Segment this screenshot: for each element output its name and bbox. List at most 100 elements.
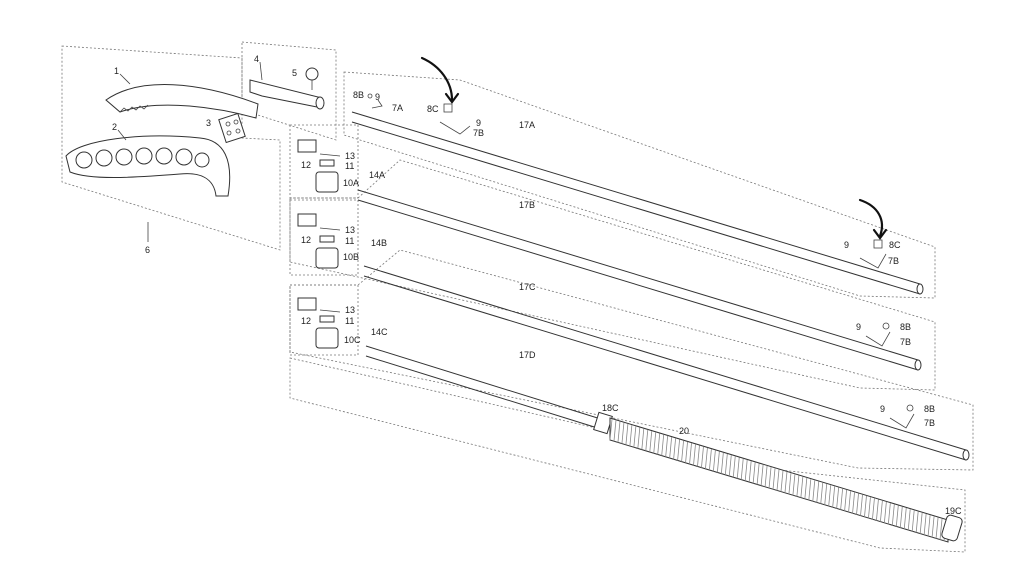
grip-rib (931, 516, 935, 538)
grip-rib (621, 422, 625, 444)
label-11b: 11 (345, 236, 354, 246)
grip-rib (828, 485, 832, 507)
label-13c: 13 (345, 305, 355, 315)
clip-7B-r1 (859, 253, 887, 269)
pin-13b (319, 227, 341, 231)
label-14A: 14A (369, 170, 385, 180)
label-9-mid: 9 (476, 118, 481, 128)
grip-rib (808, 479, 812, 501)
pole-17A (351, 111, 924, 295)
grip-rib (864, 495, 867, 517)
label-7B-r3: 7B (924, 418, 935, 428)
grip-rib (784, 471, 788, 493)
group-17D-outline (289, 357, 966, 553)
label-18C: 18C (602, 403, 619, 413)
label-17C: 17C (519, 282, 536, 292)
grip-rib (637, 427, 641, 449)
label-9-r1: 9 (844, 240, 849, 250)
label-8B-r3: 8B (924, 404, 935, 414)
label-12b: 12 (301, 235, 311, 245)
nut-8C-top (443, 103, 453, 113)
grip-rib (832, 486, 836, 508)
label-part-3: 3 (206, 118, 211, 128)
grip-rib (764, 465, 768, 487)
clamp-body-10C (315, 327, 339, 349)
label-14B: 14B (371, 238, 387, 248)
grip-rib (876, 499, 879, 521)
group-17B-outline (289, 159, 936, 391)
end-cap-19C (941, 514, 963, 542)
grip-rib (625, 423, 629, 445)
grip-rib (760, 464, 764, 486)
grip-rib (701, 446, 704, 468)
label-9-r3: 9 (880, 404, 885, 414)
label-19C: 19C (945, 506, 962, 516)
label-part-2: 2 (112, 122, 117, 132)
label-part-4: 4 (254, 54, 259, 64)
label-10A: 10A (343, 178, 359, 188)
grip-rib (720, 452, 724, 474)
label-part-6: 6 (145, 245, 150, 255)
grip-rib (661, 434, 665, 456)
grip-rib (740, 458, 744, 480)
label-17B: 17B (519, 200, 535, 210)
grip-rib (768, 467, 772, 489)
pole-17D (365, 345, 605, 431)
grip-rib (645, 429, 649, 451)
grip-rib (665, 435, 669, 457)
label-8B-top: 8B (353, 90, 364, 100)
grip-rib (800, 476, 804, 498)
label-17D: 17D (519, 350, 536, 360)
grip-rib (709, 449, 712, 471)
clamp-body-10A (315, 171, 339, 193)
grip-part-20 (609, 417, 949, 543)
group-17A-outline (343, 71, 936, 299)
grip-rib (840, 488, 844, 510)
grip-rib (919, 512, 923, 534)
label-11c: 11 (345, 316, 354, 326)
grip-rib (903, 507, 907, 530)
group-14B-outline (289, 199, 359, 276)
grip-rib (911, 510, 915, 532)
grip-rib (705, 447, 708, 469)
grip-rib (879, 500, 883, 522)
group-6-outline (61, 45, 281, 251)
grip-rib (852, 492, 855, 514)
grip-rib (653, 432, 657, 454)
label-10B: 10B (343, 252, 359, 262)
annotation-arrowhead-top (444, 92, 460, 104)
grip-rib (872, 498, 875, 520)
label-8B-r2: 8B (900, 322, 911, 332)
grip-rib (899, 506, 903, 528)
nut-8B-r2 (882, 322, 890, 330)
grip-rib (724, 453, 728, 475)
saw-blade-part-1 (105, 84, 259, 119)
clamp-cap-13a (297, 139, 317, 153)
label-part-1: 1 (114, 66, 119, 76)
annotation-arrow-top (420, 56, 454, 102)
grip-rib (633, 426, 637, 448)
leader-1 (119, 73, 131, 85)
grip-rib (728, 455, 732, 477)
annotation-arrowhead-right (872, 228, 888, 240)
grip-rib (716, 451, 720, 473)
pin-13a (319, 153, 341, 157)
label-13b: 13 (345, 225, 355, 235)
grip-rib (788, 473, 792, 495)
label-7B-r1: 7B (888, 256, 899, 266)
grip-rib (883, 501, 887, 524)
grip-rib (776, 469, 780, 491)
label-12c: 12 (301, 316, 311, 326)
label-13a: 13 (345, 151, 355, 161)
grip-rib (649, 430, 653, 453)
clip-7B-r3 (889, 413, 915, 429)
grip-rib (693, 444, 696, 466)
label-20: 20 (679, 426, 689, 436)
grip-rib (780, 470, 784, 492)
grip-rib (868, 497, 871, 519)
label-8C-r1: 8C (889, 240, 901, 250)
grip-rib (752, 462, 756, 484)
label-14C: 14C (371, 327, 388, 337)
